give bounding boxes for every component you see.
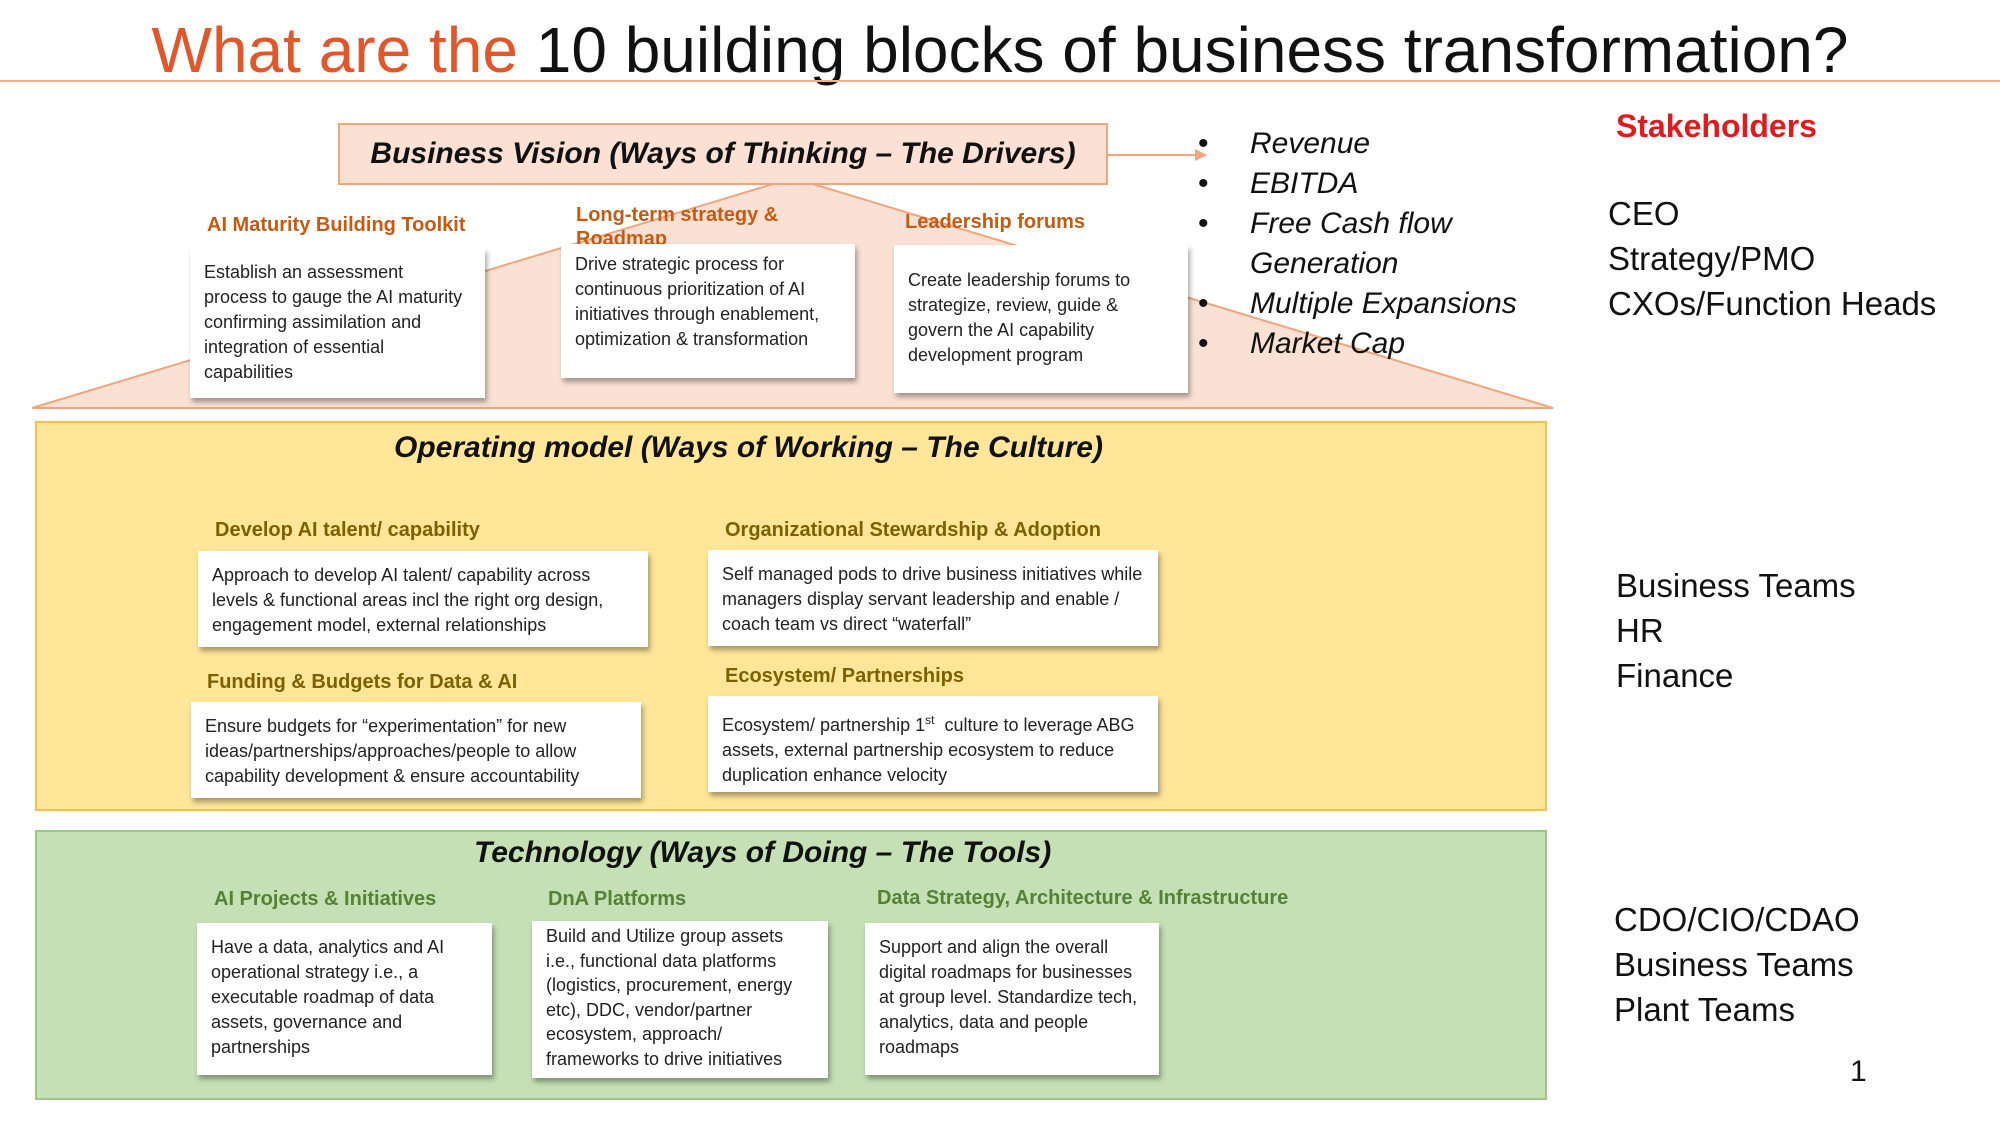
ecosystem-card: Ecosystem/ partnership 1st culture to le… bbox=[708, 696, 1158, 792]
org-stewardship-card: Self managed pods to drive business init… bbox=[708, 550, 1158, 646]
driver-label: Market Cap bbox=[1250, 327, 1406, 360]
leadership-forums-text: Create leadership forums to strategize, … bbox=[908, 270, 1131, 365]
bullet-dot: • bbox=[1198, 287, 1209, 320]
technology-title: Technology (Ways of Doing – The Tools) bbox=[474, 836, 1052, 869]
driver-label: EBITDA bbox=[1250, 167, 1359, 200]
ai-maturity-heading: AI Maturity Building Toolkit bbox=[207, 214, 466, 236]
business-vision-label: Business Vision (Ways of Thinking – The … bbox=[370, 137, 1076, 170]
stakeholders-operating: Business Teams HR Finance bbox=[1616, 563, 1856, 698]
technology-band: Technology (Ways of Doing – The Tools) A… bbox=[35, 830, 1547, 1100]
long-term-strategy-text: Drive strategic process for continuous p… bbox=[575, 254, 820, 349]
bullet-dot: • bbox=[1198, 167, 1209, 200]
ecosystem-text: Ecosystem/ partnership 1st culture to le… bbox=[722, 713, 1140, 785]
bullet-dot: • bbox=[1198, 127, 1209, 160]
develop-ai-talent-card: Approach to develop AI talent/ capabilit… bbox=[198, 551, 648, 647]
stakeholder-item: CXOs/Function Heads bbox=[1608, 285, 1937, 322]
stakeholders-vision: CEO Strategy/PMO CXOs/Function Heads bbox=[1608, 191, 1936, 326]
title-rest: 10 building blocks of business transform… bbox=[517, 14, 1849, 86]
stakeholders-technology: CDO/CIO/CDAO Business Teams Plant Teams bbox=[1614, 897, 1860, 1032]
ecosystem-text-superscript: st bbox=[925, 713, 935, 727]
funding-budgets-text: Ensure budgets for “experimentation” for… bbox=[205, 716, 580, 786]
dna-platforms-card: Build and Utilize group assets i.e., fun… bbox=[532, 921, 828, 1078]
stakeholder-item: Business Teams bbox=[1616, 567, 1856, 604]
driver-label: Revenue bbox=[1250, 127, 1371, 160]
operating-model-band: Operating model (Ways of Working – The C… bbox=[35, 421, 1547, 811]
ai-projects-text: Have a data, analytics and AI operationa… bbox=[211, 937, 445, 1057]
bullet-dot: • bbox=[1198, 327, 1209, 360]
funding-budgets-card: Ensure budgets for “experimentation” for… bbox=[191, 702, 641, 798]
org-stewardship-heading: Organizational Stewardship & Adoption bbox=[725, 519, 1101, 541]
develop-ai-talent-heading: Develop AI talent/ capability bbox=[215, 519, 480, 541]
business-vision-box: Business Vision (Ways of Thinking – The … bbox=[338, 123, 1108, 185]
ai-projects-heading: AI Projects & Initiatives bbox=[214, 888, 437, 910]
data-strategy-card: Support and align the overall digital ro… bbox=[865, 923, 1159, 1075]
drivers-list: • Revenue • EBITDA • Free Cash flow Generat… bbox=[1198, 124, 1538, 364]
driver-item: • Market Cap bbox=[1198, 324, 1538, 364]
leadership-forums-heading: Leadership forums bbox=[905, 211, 1086, 233]
stakeholder-item: CEO bbox=[1608, 195, 1680, 232]
page-number: 1 bbox=[1850, 1055, 1867, 1088]
ai-projects-card: Have a data, analytics and AI operationa… bbox=[197, 923, 492, 1075]
dna-platforms-text: Build and Utilize group assets i.e., fun… bbox=[546, 926, 793, 1069]
stakeholders-title: Stakeholders bbox=[1616, 108, 1817, 144]
driver-item: • EBITDA bbox=[1198, 164, 1538, 204]
title-divider bbox=[0, 80, 2000, 82]
operating-model-title: Operating model (Ways of Working – The C… bbox=[394, 431, 1103, 464]
stakeholder-item: CDO/CIO/CDAO bbox=[1614, 901, 1860, 938]
stakeholder-item: Strategy/PMO bbox=[1608, 240, 1816, 277]
ecosystem-text-part: Ecosystem/ partnership 1 bbox=[722, 715, 926, 735]
driver-label: Free Cash flow Generation bbox=[1250, 207, 1452, 280]
driver-label: Multiple Expansions bbox=[1250, 287, 1517, 320]
bullet-dot: • bbox=[1198, 207, 1209, 240]
driver-item: • Free Cash flow Generation bbox=[1198, 204, 1538, 284]
driver-item: • Multiple Expansions bbox=[1198, 284, 1538, 324]
ai-maturity-card: Establish an assessment process to gauge… bbox=[190, 248, 485, 398]
ecosystem-heading: Ecosystem/ Partnerships bbox=[725, 665, 964, 687]
ecosystem-text-part: culture to leverage ABG assets, external… bbox=[722, 715, 1140, 785]
org-stewardship-text: Self managed pods to drive business init… bbox=[722, 564, 1143, 634]
stakeholder-item: Business Teams bbox=[1614, 946, 1854, 983]
stakeholder-item: HR bbox=[1616, 612, 1664, 649]
data-strategy-heading: Data Strategy, Architecture & Infrastruc… bbox=[877, 887, 1289, 909]
stakeholder-item: Plant Teams bbox=[1614, 991, 1795, 1028]
stakeholder-item: Finance bbox=[1616, 657, 1734, 694]
page-title: What are the 10 building blocks of busin… bbox=[0, 8, 2000, 92]
long-term-strategy-card: Drive strategic process for continuous p… bbox=[561, 244, 855, 378]
driver-item: • Revenue bbox=[1198, 124, 1538, 164]
ai-maturity-text: Establish an assessment process to gauge… bbox=[204, 262, 463, 382]
develop-ai-talent-text: Approach to develop AI talent/ capabilit… bbox=[212, 565, 604, 635]
funding-budgets-heading: Funding & Budgets for Data & AI bbox=[207, 671, 518, 693]
dna-platforms-heading: DnA Platforms bbox=[548, 888, 687, 910]
data-strategy-text: Support and align the overall digital ro… bbox=[879, 937, 1138, 1057]
title-accent: What are the bbox=[151, 14, 518, 86]
leadership-forums-card: Create leadership forums to strategize, … bbox=[894, 245, 1188, 393]
